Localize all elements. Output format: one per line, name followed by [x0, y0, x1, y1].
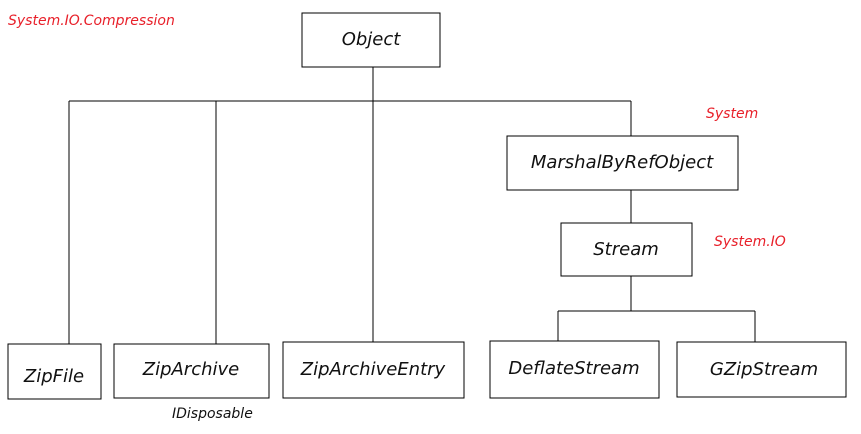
class-box-zipfile: ZipFile	[7, 343, 102, 400]
connectors	[68, 67, 756, 344]
class-label-gzipstream: GZipStream	[710, 359, 818, 380]
class-label-ziparchiveentry: ZipArchiveEntry	[300, 359, 446, 380]
namespace-label-system: System	[706, 106, 758, 122]
class-label-deflatestream: DeflateStream	[508, 358, 639, 379]
class-box-deflatestream: DeflateStream	[489, 340, 660, 399]
class-label-marshalbyrefobject: MarshalByRefObject	[531, 152, 714, 173]
namespace-label-compression: System.IO.Compression	[8, 13, 175, 29]
class-box-gzipstream: GZipStream	[676, 341, 847, 398]
interface-label-idisposable: IDisposable	[172, 406, 253, 422]
class-box-stream: Stream	[560, 222, 693, 277]
class-box-ziparchive: ZipArchive	[113, 343, 270, 399]
class-label-stream: Stream	[593, 239, 659, 260]
namespace-label-io: System.IO	[714, 234, 786, 250]
class-label-ziparchive: ZipArchive	[142, 359, 240, 380]
class-box-marshalbyrefobject: MarshalByRefObject	[506, 135, 739, 191]
class-label-object: Object	[342, 29, 402, 50]
class-box-object: Object	[301, 12, 441, 68]
class-box-ziparchiveentry: ZipArchiveEntry	[282, 341, 465, 399]
class-label-zipfile: ZipFile	[23, 366, 84, 387]
